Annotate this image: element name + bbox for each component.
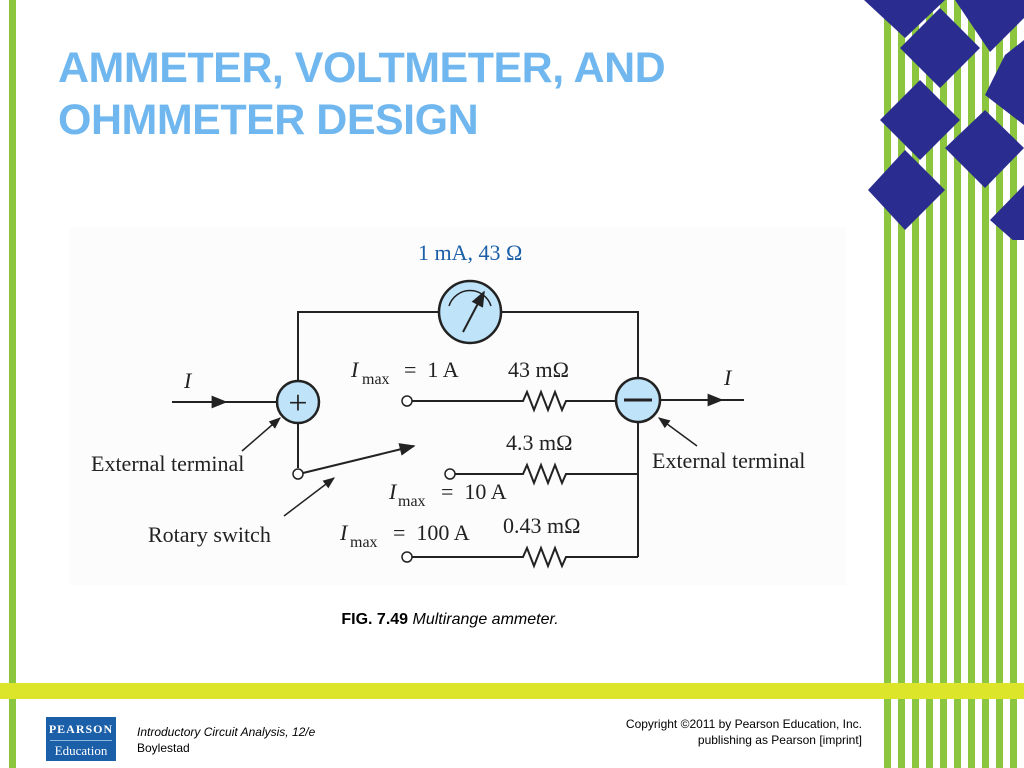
range-value: = 1 A [404,357,459,382]
switch-pivot [292,468,304,480]
slide-title: AMMETER, VOLTMETER, AND OHMMETER DESIGN [58,42,858,146]
output-current-label: I [723,365,733,390]
switch-contact [401,551,413,563]
footer-band [0,683,1024,699]
book-author: Boylestad [137,741,190,755]
top-wire [297,311,639,380]
title-line-1: AMMETER, VOLTMETER, AND [58,44,666,92]
figure-caption: FIG. 7.49 Multirange ammeter. [0,611,900,629]
imax-symbol: I [350,357,360,382]
title-line-2: OHMMETER DESIGN [58,96,479,144]
logo-top-text: PEARSON [48,722,114,736]
right-stripe [926,0,933,768]
resistance-value: 0.43 mΩ [503,513,580,538]
book-info: Introductory Circuit Analysis, 12/e Boyl… [137,724,315,756]
right-stripe [1010,0,1017,768]
right-stripe [982,0,989,768]
shunt-resistor [455,462,638,486]
figure-description: Multirange ammeter. [412,611,559,628]
range-value: = 100 A [393,520,470,545]
right-stripe [898,0,905,768]
right-stripe [968,0,975,768]
pearson-logo: PEARSON Education [46,717,116,761]
imax-symbol: I [388,479,398,504]
right-stripe [940,0,947,768]
right-stripe [912,0,919,768]
resistance-value: 4.3 mΩ [506,430,572,455]
copyright-notice: Copyright ©2011 by Pearson Education, In… [626,716,862,748]
left-terminal-label: External terminal [91,451,244,476]
figure-number: FIG. 7.49 [341,611,409,628]
copyright-line-1: Copyright ©2011 by Pearson Education, In… [625,717,862,731]
imax-subscript: max [362,371,390,388]
rotary-switch-pointer [283,477,335,517]
diamond-pattern [864,0,1024,240]
range-value: = 10 A [441,479,507,504]
shunt-resistor [412,545,638,569]
switch-contact [401,395,413,407]
input-current-label: I [183,368,193,393]
switch-contact [444,468,456,480]
right-terminal-pointer [658,417,698,447]
imax-symbol: I [339,520,349,545]
imax-subscript: max [350,534,378,551]
meter-icon [437,279,503,345]
copyright-line-2: publishing as Pearson [imprint] [697,733,862,747]
shunt-resistor [412,389,616,413]
right-stripe [996,0,1003,768]
right-terminal-label: External terminal [652,448,805,473]
positive-terminal: + [275,379,321,425]
resistance-value: 43 mΩ [508,357,569,382]
imax-subscript: max [398,493,426,510]
right-stripe [954,0,961,768]
meter-rating-label: 1 mA, 43 Ω [418,240,522,265]
right-stripe [884,0,891,768]
left-stripe [9,0,16,768]
positive-sign: + [288,385,307,422]
negative-terminal [614,376,662,424]
left-terminal-pointer [241,417,281,452]
logo-bottom-text: Education [50,740,112,759]
rotary-switch-arm [302,443,416,474]
rotary-switch-label: Rotary switch [148,522,271,547]
book-title: Introductory Circuit Analysis, 12/e [137,725,316,739]
